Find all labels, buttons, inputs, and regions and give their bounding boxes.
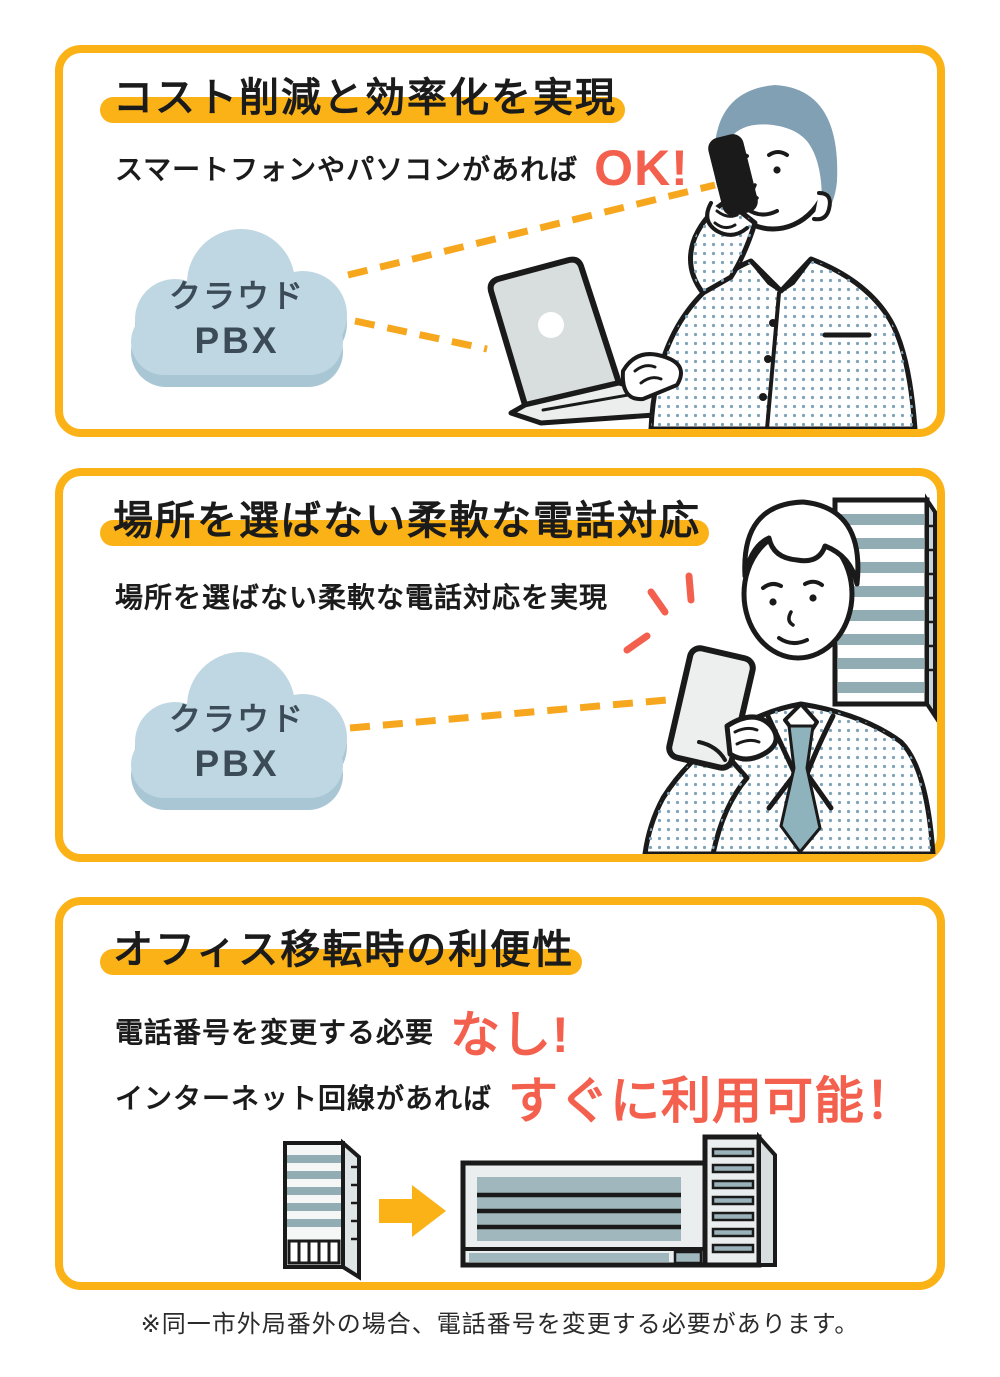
panel-flexible-response: クラウド PBX: [55, 468, 945, 862]
cloud-label-line2: PBX: [194, 743, 279, 784]
panel3-line2-emphasis: すぐに利用可能！: [508, 1073, 917, 1129]
heading-highlight-bar: [100, 97, 625, 123]
cloud-label-line1: クラウド: [169, 701, 305, 737]
old-office-building: [283, 1138, 361, 1281]
relocation-arrow: [379, 1185, 446, 1237]
dashed-connection-lines: [347, 181, 716, 353]
panel3-line2-text: インターネット回線があれば: [115, 1083, 493, 1114]
panel-cost-reduction: クラウド PBX: [55, 45, 945, 437]
panel3-line1-text: 電話番号を変更する必要: [115, 1017, 435, 1048]
panel1-subtitle-text: スマートフォンやパソコンがあれば: [115, 154, 579, 185]
notification-emphasis-marks: [623, 572, 695, 654]
panel1-subtitle: スマートフォンやパソコンがあれば OK!: [115, 139, 689, 197]
cloud-label-line2: PBX: [194, 320, 279, 361]
cloud-pbx: クラウド PBX: [131, 229, 347, 387]
laptop: [487, 256, 686, 426]
panel2-title: 場所を選ばない柔軟な電話対応: [113, 499, 701, 543]
panel1-title: コスト削減と効率化を実現: [113, 76, 617, 120]
new-office-building: [460, 1131, 777, 1268]
cloud-label-line1: クラウド: [169, 278, 305, 314]
hair: [742, 499, 861, 587]
dashed-connection-line: [349, 696, 668, 732]
panel2-heading: 場所を選ばない柔軟な電話対応: [100, 498, 709, 546]
heading-highlight-bar: [100, 949, 583, 975]
necktie: [779, 724, 822, 854]
businessman-on-phone: [620, 85, 918, 429]
flexible-response-illustration: クラウド PBX: [131, 493, 937, 854]
panel3-title: オフィス移転時の利便性: [113, 928, 575, 972]
panel-office-relocation: オフィス移転時の利便性 電話番号を変更する必要 なし! インターネット回線があれ…: [55, 897, 945, 1290]
panel1-heading: コスト削減と効率化を実現: [100, 75, 625, 123]
panel3-line2: インターネット回線があれば すぐに利用可能！: [115, 1061, 916, 1133]
panel2-subtitle: 場所を選ばない柔軟な電話対応を実現: [115, 576, 608, 616]
heading-highlight-bar: [100, 520, 709, 546]
cloud-pbx: クラウド PBX: [131, 652, 347, 810]
relocation-illustration: [283, 1131, 777, 1281]
panel3-line1: 電話番号を変更する必要 なし!: [115, 995, 570, 1067]
footnote: ※同一市外局番外の場合、電話番号を変更する必要があります。: [140, 1311, 860, 1338]
businessman-with-smartphone: [623, 499, 936, 854]
cost-reduction-illustration: クラウド PBX: [131, 85, 918, 429]
panel3-line1-emphasis: なし!: [450, 1007, 570, 1063]
panel2-subtitle-text: 場所を選ばない柔軟な電話対応を実現: [115, 582, 609, 613]
hair: [714, 85, 838, 221]
panel3-heading: オフィス移転時の利便性: [100, 927, 583, 975]
panel1-emphasis-ok: OK!: [594, 140, 689, 196]
